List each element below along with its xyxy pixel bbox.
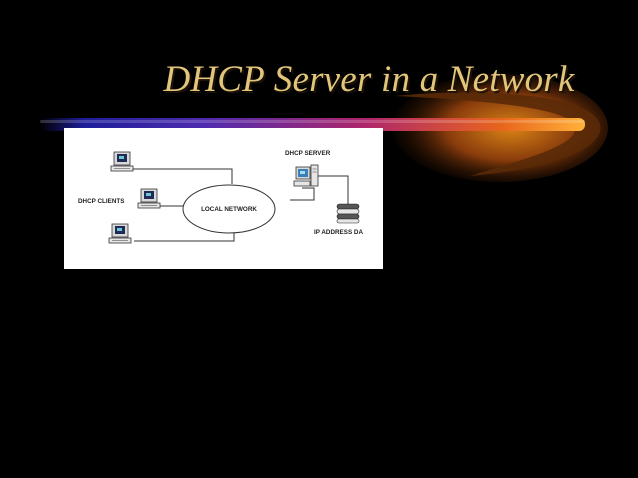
slide-title: DHCP Server in a Network bbox=[163, 59, 575, 100]
ip-address-database-label: IP ADDRESS DA bbox=[314, 229, 363, 236]
dhcp-server-label: DHCP SERVER bbox=[285, 150, 331, 157]
local-network-label: LOCAL NETWORK bbox=[201, 206, 257, 213]
client-computer-icon bbox=[108, 223, 132, 244]
client-computer-icon bbox=[137, 188, 161, 209]
server-icon bbox=[293, 164, 319, 187]
client-computer-icon bbox=[110, 151, 134, 172]
network-diagram: LOCAL NETWORK bbox=[64, 128, 383, 269]
connection-lines bbox=[130, 168, 349, 242]
local-network-cloud: LOCAL NETWORK bbox=[182, 184, 276, 234]
database-icon bbox=[336, 203, 360, 224]
dhcp-clients-label: DHCP CLIENTS bbox=[78, 198, 124, 205]
